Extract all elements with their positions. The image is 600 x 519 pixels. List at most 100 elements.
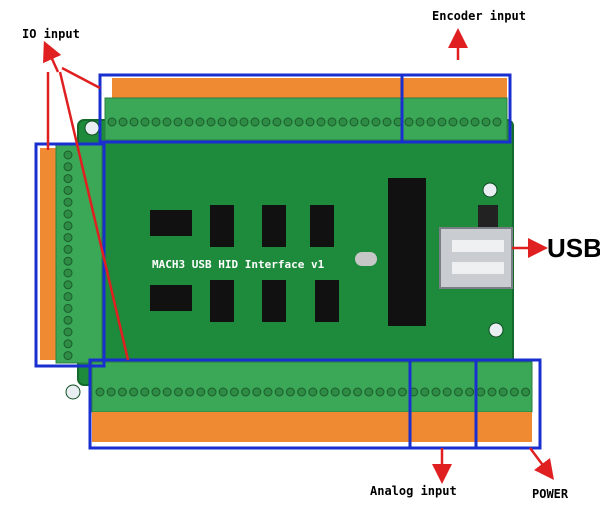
terminal-screw (319, 387, 329, 397)
terminal-screw (241, 387, 251, 397)
left-terminal-block (40, 144, 103, 364)
usb-label: USB (547, 233, 600, 263)
terminal-screw (252, 387, 262, 397)
terminal-screw (305, 117, 315, 127)
mount-hole-tr (482, 182, 498, 198)
terminal-screw (382, 117, 392, 127)
terminal-screw (217, 117, 227, 127)
ic-chips (150, 178, 426, 326)
terminal-screw (386, 387, 396, 397)
terminal-screw (63, 233, 73, 243)
terminal-screw (63, 351, 73, 361)
terminal-screw (297, 387, 307, 397)
terminal-screw (106, 387, 116, 397)
terminal-screw (308, 387, 318, 397)
terminal-screw (420, 387, 430, 397)
terminal-screw (107, 117, 117, 127)
terminal-screw (294, 117, 304, 127)
terminal-screw (465, 387, 475, 397)
terminal-screw (185, 387, 195, 397)
header-pins (478, 205, 498, 231)
terminal-screw (481, 117, 491, 127)
terminal-screw (63, 209, 73, 219)
terminal-screw (63, 315, 73, 325)
terminal-screw (196, 387, 206, 397)
terminal-screw (117, 387, 127, 397)
terminal-screw (448, 117, 458, 127)
usb-port (439, 227, 513, 289)
mount-hole-br (488, 322, 504, 338)
terminal-screw (63, 256, 73, 266)
terminal-screw (521, 387, 531, 397)
terminal-screw (442, 387, 452, 397)
terminal-screw (63, 292, 73, 302)
terminal-screw (431, 387, 441, 397)
terminal-screw (453, 387, 463, 397)
terminal-screw (184, 117, 194, 127)
io-arrow-1 (43, 40, 62, 73)
terminal-screw (509, 387, 519, 397)
terminal-screw (364, 387, 374, 397)
terminal-screw (218, 387, 228, 397)
mount-hole-bl (65, 384, 81, 400)
terminal-screw (261, 117, 271, 127)
terminal-screw (492, 117, 502, 127)
terminal-screw (476, 387, 486, 397)
terminal-screw (415, 117, 425, 127)
terminal-screw (437, 117, 447, 127)
terminal-screw (459, 117, 469, 127)
terminal-screw (229, 387, 239, 397)
analog-input-label: Analog input (370, 484, 457, 498)
terminal-screw (316, 117, 326, 127)
terminal-screw (263, 387, 273, 397)
terminal-screw (151, 387, 161, 397)
terminal-screw (498, 387, 508, 397)
bottom-terminal-screws (95, 387, 531, 397)
terminal-screw (118, 117, 128, 127)
terminal-screw (63, 174, 73, 184)
terminal-screw (63, 327, 73, 337)
terminal-screw (63, 339, 73, 349)
terminal-screw (63, 150, 73, 160)
terminal-screw (338, 117, 348, 127)
encoder-input-label: Encoder input (432, 9, 526, 23)
terminal-screw (360, 117, 370, 127)
terminal-screw (140, 387, 150, 397)
power-arrow (529, 447, 554, 480)
mount-hole-tl (84, 120, 100, 136)
board-title: MACH3 USB HID Interface v1 (152, 258, 325, 271)
terminal-screw (228, 117, 238, 127)
terminal-screw (63, 280, 73, 290)
terminal-screw (63, 197, 73, 207)
io-arrow-2 (61, 66, 101, 90)
io-input-label: IO input (22, 27, 80, 41)
terminal-screw (375, 387, 385, 397)
power-label: POWER (532, 487, 569, 501)
terminal-screw (207, 387, 217, 397)
terminal-screw (353, 387, 363, 397)
terminal-screw (470, 117, 480, 127)
terminal-screw (195, 117, 205, 127)
left-terminal-screws (63, 150, 73, 361)
terminal-screw (341, 387, 351, 397)
terminal-screw (285, 387, 295, 397)
terminal-screw (206, 117, 216, 127)
terminal-screw (487, 387, 497, 397)
terminal-screw (349, 117, 359, 127)
terminal-screw (63, 162, 73, 172)
encoder-input-box (400, 73, 512, 144)
terminal-screw (283, 117, 293, 127)
terminal-screw (250, 117, 260, 127)
io-arrow-4 (58, 71, 130, 361)
terminal-screw (151, 117, 161, 127)
terminal-screw (173, 117, 183, 127)
terminal-screw (63, 244, 73, 254)
terminal-screw (140, 117, 150, 127)
terminal-screw (63, 268, 73, 278)
terminal-screw (162, 387, 172, 397)
terminal-screw (129, 387, 139, 397)
terminal-screw (63, 303, 73, 313)
terminal-screw (274, 387, 284, 397)
terminal-screw (129, 117, 139, 127)
